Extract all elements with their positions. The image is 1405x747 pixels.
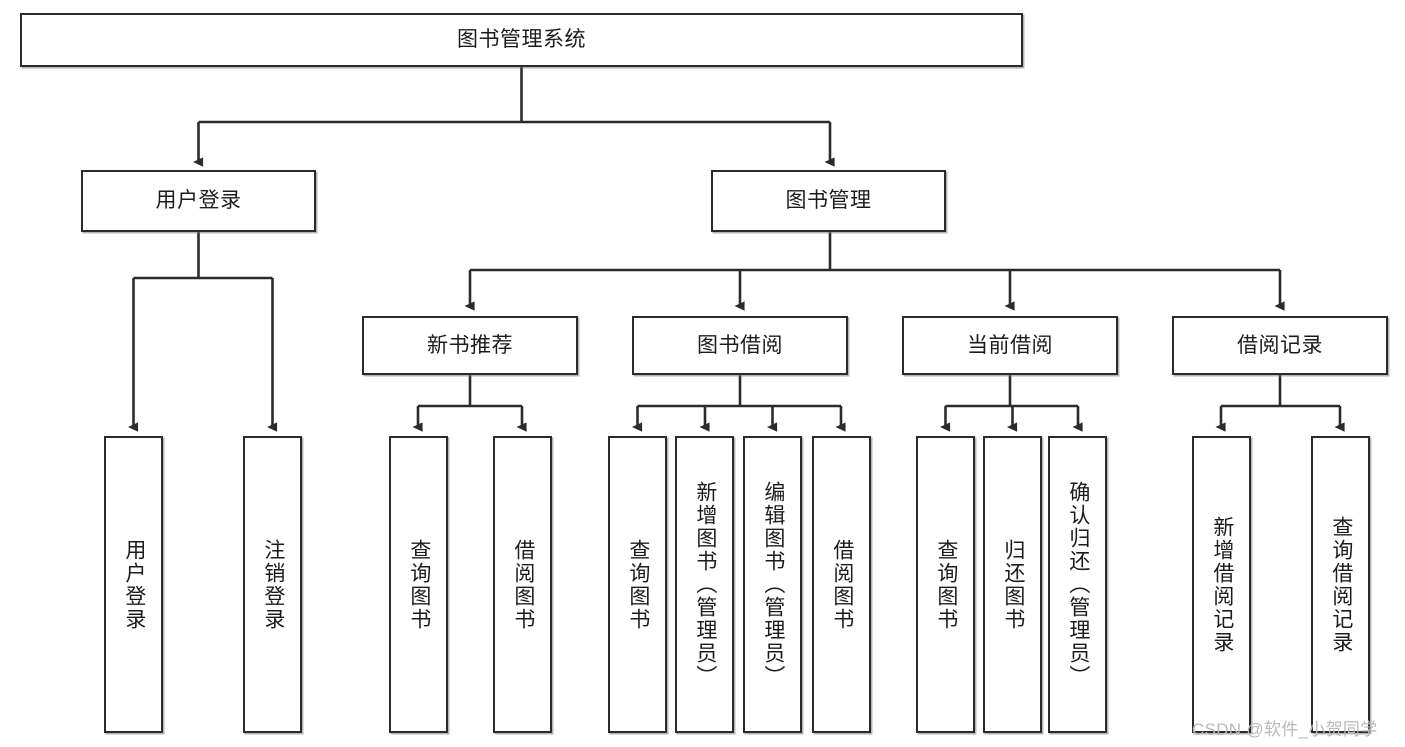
node-root-label: 图书管理系统 (457, 28, 586, 52)
node-book-borrow[interactable]: 图书借阅 (632, 316, 848, 375)
node-leaf-add-record-label: 新增借阅记录 (1210, 515, 1234, 654)
node-borrow-record-label: 借阅记录 (1237, 333, 1323, 357)
node-leaf-borrow-book-2[interactable]: 借阅图书 (812, 436, 871, 733)
node-leaf-query-book-1[interactable]: 查询图书 (389, 436, 448, 733)
node-leaf-confirm-return[interactable]: 确认归还（管理员） (1048, 436, 1107, 733)
node-leaf-query-book-1-label: 查询图书 (407, 538, 431, 631)
node-user-login[interactable]: 用户登录 (81, 170, 316, 232)
node-current-borrow[interactable]: 当前借阅 (902, 316, 1118, 375)
node-leaf-borrow-book-1[interactable]: 借阅图书 (493, 436, 552, 733)
node-book-mgmt[interactable]: 图书管理 (711, 170, 946, 232)
node-current-borrow-label: 当前借阅 (967, 333, 1053, 357)
node-leaf-logout-label: 注销登录 (261, 538, 285, 631)
node-leaf-user-login[interactable]: 用户登录 (104, 436, 163, 733)
node-leaf-add-book-label: 新增图书（管理员） (693, 481, 717, 688)
node-new-book-rec-label: 新书推荐 (427, 333, 513, 357)
node-leaf-edit-book-label: 编辑图书（管理员） (761, 481, 785, 688)
node-leaf-query-record[interactable]: 查询借阅记录 (1311, 436, 1370, 733)
node-leaf-query-book-2-label: 查询图书 (626, 538, 650, 631)
node-leaf-query-book-2[interactable]: 查询图书 (608, 436, 667, 733)
node-leaf-add-record[interactable]: 新增借阅记录 (1192, 436, 1251, 733)
node-book-borrow-label: 图书借阅 (697, 333, 783, 357)
node-leaf-borrow-book-2-label: 借阅图书 (830, 538, 854, 631)
node-leaf-query-record-label: 查询借阅记录 (1329, 515, 1353, 654)
node-leaf-query-book-3[interactable]: 查询图书 (916, 436, 975, 733)
node-book-mgmt-label: 图书管理 (785, 189, 872, 213)
node-leaf-add-book[interactable]: 新增图书（管理员） (675, 436, 734, 733)
node-leaf-query-book-3-label: 查询图书 (934, 538, 958, 631)
node-user-login-label: 用户登录 (155, 189, 242, 213)
node-new-book-rec[interactable]: 新书推荐 (362, 316, 578, 375)
node-leaf-return-book[interactable]: 归还图书 (983, 436, 1042, 733)
node-leaf-borrow-book-1-label: 借阅图书 (511, 538, 535, 631)
node-root[interactable]: 图书管理系统 (20, 13, 1023, 67)
node-leaf-user-login-label: 用户登录 (122, 538, 146, 631)
node-leaf-confirm-return-label: 确认归还（管理员） (1066, 481, 1090, 688)
node-borrow-record[interactable]: 借阅记录 (1172, 316, 1388, 375)
node-leaf-return-book-label: 归还图书 (1001, 538, 1025, 631)
node-leaf-edit-book[interactable]: 编辑图书（管理员） (743, 436, 802, 733)
node-leaf-logout[interactable]: 注销登录 (243, 436, 302, 733)
